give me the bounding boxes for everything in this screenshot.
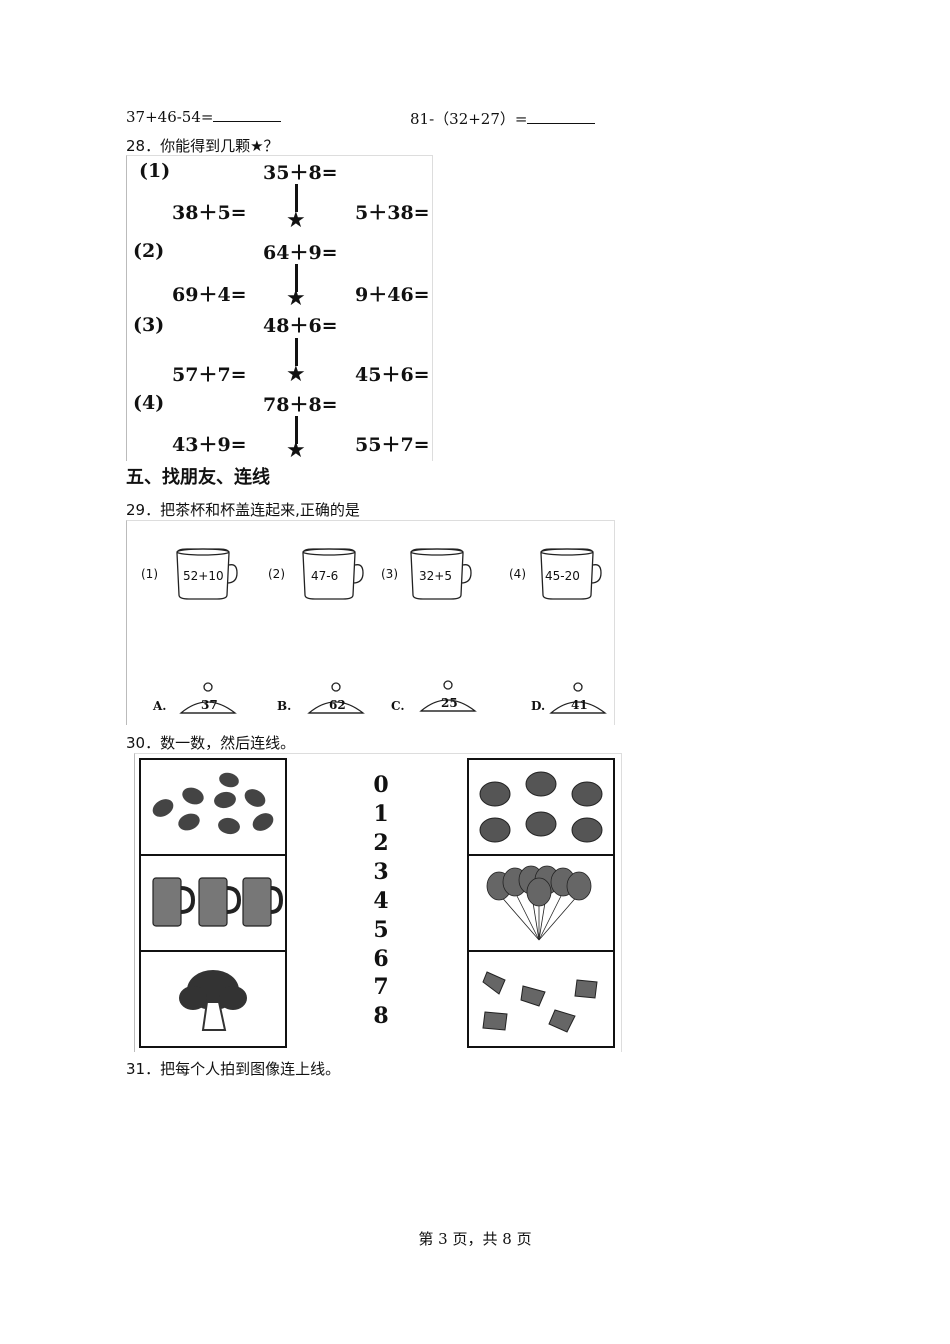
answer-blank[interactable] — [527, 111, 596, 124]
cup-expression: 32+5 — [419, 569, 452, 583]
group-label: (3) — [133, 314, 165, 336]
tree-icon — [179, 970, 247, 1031]
lid-icon — [179, 682, 237, 714]
lid-letter: A. — [153, 699, 167, 713]
answer-blank[interactable] — [213, 109, 282, 122]
group-label: (1) — [139, 160, 171, 182]
number-label[interactable]: 1 — [373, 801, 389, 827]
lid-value: 62 — [329, 698, 346, 712]
number-label[interactable]: 4 — [373, 888, 389, 914]
star-icon: ★ — [286, 438, 306, 463]
cup-icon — [410, 548, 472, 600]
q27-left: 37+46-54= — [126, 108, 282, 126]
number-label[interactable]: 0 — [373, 772, 389, 798]
cup-icon — [176, 548, 238, 600]
leaves-icon — [152, 772, 274, 835]
lid-icon — [419, 680, 477, 712]
right-cell-shuttlecocks[interactable] — [467, 950, 615, 1048]
q30-figure: 0 1 2 3 4 5 6 7 8 — [134, 753, 622, 1052]
star-icon: ★ — [286, 208, 306, 233]
lid-value: 25 — [441, 696, 458, 710]
lid-letter: B. — [277, 699, 292, 713]
left-equation: 43＋9= — [172, 434, 247, 456]
balloon-icon — [486, 865, 592, 941]
connector-line — [295, 184, 298, 212]
cup-number: (4) — [509, 567, 526, 581]
number-label[interactable]: 8 — [373, 1003, 389, 1029]
top-equation: 35＋8= — [263, 162, 338, 184]
section-heading: 五、找朋友、连线 — [126, 467, 270, 488]
right-equation: 5＋38= — [355, 202, 430, 224]
left-equation: 69＋4= — [172, 284, 247, 306]
left-cell-mugs[interactable] — [139, 854, 287, 952]
right-equation: 45＋6= — [355, 364, 430, 386]
cup-expression: 45-20 — [545, 569, 580, 583]
cups-and-lids-drawing — [176, 548, 607, 714]
cup-icon — [302, 548, 364, 600]
star-icon: ★ — [286, 286, 306, 311]
left-equation: 38＋5= — [172, 202, 247, 224]
top-equation: 78＋8= — [263, 394, 338, 416]
star-icon: ★ — [286, 362, 306, 387]
lid-icon — [549, 682, 607, 714]
q30-title: 30．数一数，然后连线。 — [126, 734, 296, 752]
cup-number: (2) — [268, 567, 285, 581]
number-label[interactable]: 2 — [373, 830, 389, 856]
lid-value: 41 — [571, 698, 588, 712]
group-label: (4) — [133, 392, 165, 414]
q27-left-expr: 37+46-54= — [126, 108, 214, 126]
tomato-icon — [479, 771, 603, 843]
number-label[interactable]: 6 — [373, 946, 389, 972]
cup-icon — [540, 548, 602, 600]
q29-figure: (1) 52+10 (2) 47-6 (3) 32+5 (4) 45-20 A.… — [126, 520, 615, 725]
q31-title: 31．把每个人拍到图像连上线。 — [126, 1060, 341, 1078]
left-cell-leaves[interactable] — [139, 758, 287, 856]
connector-line — [295, 338, 298, 366]
lid-letter: D. — [531, 699, 546, 713]
number-label[interactable]: 5 — [373, 917, 389, 943]
group-label: (2) — [133, 240, 165, 262]
number-label[interactable]: 3 — [373, 859, 389, 885]
number-label[interactable]: 7 — [373, 974, 389, 1000]
lid-icon — [307, 682, 365, 714]
q28-title: 28．你能得到几颗★？ — [126, 137, 279, 155]
right-cell-balloons[interactable] — [467, 854, 615, 952]
left-equation: 57＋7= — [172, 364, 247, 386]
top-equation: 64＋9= — [263, 242, 338, 264]
left-cell-tree[interactable] — [139, 950, 287, 1048]
connector-line — [295, 416, 298, 444]
lid-value: 37 — [201, 698, 218, 712]
cup-expression: 47-6 — [311, 569, 339, 583]
connector-line — [295, 264, 298, 292]
cup-number: (3) — [381, 567, 398, 581]
cup-expression: 52+10 — [183, 569, 224, 583]
q27-right-expr: 81-（32+27）= — [410, 110, 528, 128]
right-cell-tomatoes[interactable] — [467, 758, 615, 856]
right-equation: 9＋46= — [355, 284, 430, 306]
q27-right: 81-（32+27）= — [410, 108, 596, 129]
right-equation: 55＋7= — [355, 434, 430, 456]
cup-number: (1) — [141, 567, 158, 581]
shuttlecock-icon — [482, 971, 598, 1033]
page-footer: 第 3 页，共 8 页 — [418, 1230, 532, 1248]
q28-figure: (1) 35＋8= 38＋5= 5＋38= ★ (2) 64＋9= 69＋4= … — [126, 155, 433, 463]
q29-title: 29．把茶杯和杯盖连起来,正确的是 — [126, 501, 360, 519]
lid-letter: C. — [391, 699, 405, 713]
mug-icon — [152, 877, 284, 927]
top-equation: 48＋6= — [263, 315, 338, 337]
